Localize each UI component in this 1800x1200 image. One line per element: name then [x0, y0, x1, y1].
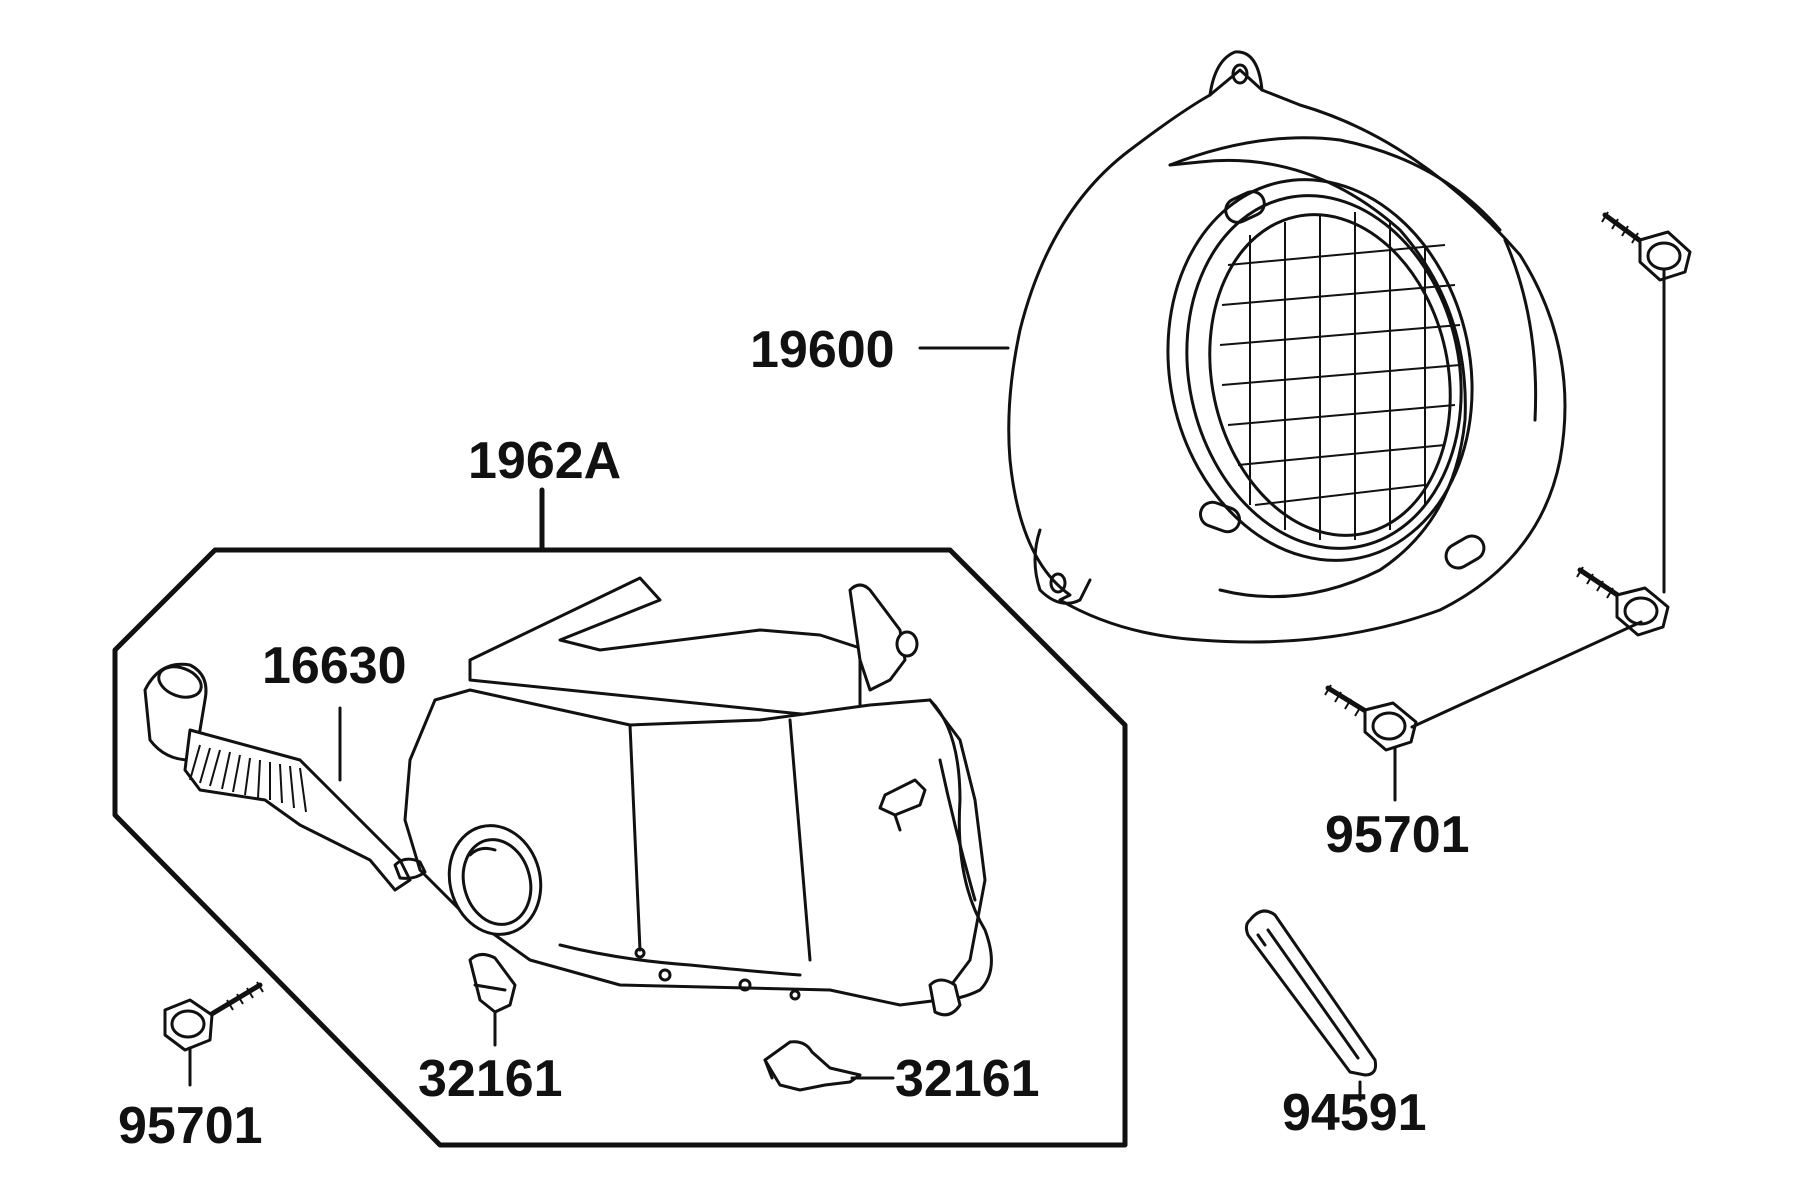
bolt-icon: [1324, 684, 1418, 752]
label-94591: 94591: [1282, 1084, 1427, 1142]
bolt-group-95701-upper: [1324, 211, 1692, 802]
bolt-95701-lower: [163, 981, 264, 1087]
bolt-icon: [163, 981, 264, 1052]
fan-cover-19600: [1007, 50, 1567, 644]
label-32161-right: 32161: [895, 1050, 1040, 1108]
label-95701-lower: 95701: [118, 1097, 263, 1155]
clamp-32161-left: [468, 953, 517, 1047]
label-1962A: 1962A: [468, 432, 621, 490]
label-95701-upper: 95701: [1325, 806, 1470, 864]
label-19600: 19600: [750, 321, 895, 379]
label-16630: 16630: [262, 637, 407, 695]
shroud-body: [403, 576, 993, 1017]
tie-strap-94591: [1244, 909, 1377, 1102]
clamp-32161-right: [763, 1040, 895, 1092]
hose-16630: [143, 662, 427, 892]
bolt-icon: [1576, 566, 1670, 637]
bolt-icon: [1601, 211, 1692, 282]
label-32161-left: 32161: [418, 1050, 563, 1108]
assembly-frame-1962A: [112, 547, 1128, 1148]
